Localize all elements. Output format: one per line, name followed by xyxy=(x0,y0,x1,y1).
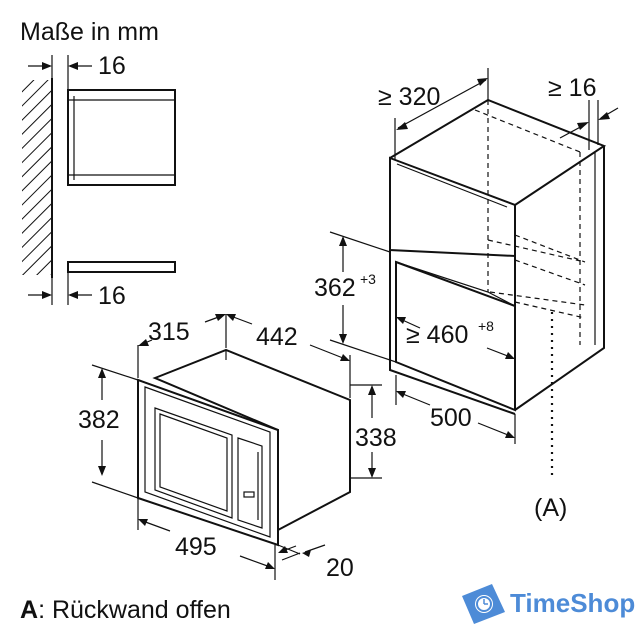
dim-front-width: 495 xyxy=(175,533,217,561)
dim-opening-depth: ≥ 460 xyxy=(406,321,468,349)
watermark: TimeShop xyxy=(462,584,635,624)
cabinet-top-inner xyxy=(396,163,508,208)
hidden-floor xyxy=(489,291,586,319)
cabinet-opening xyxy=(395,260,516,412)
legend-key: A xyxy=(20,596,38,624)
dim-appliance-width: 442 xyxy=(256,323,298,351)
side-profile-upper xyxy=(67,89,176,186)
appliance-door-window-inner xyxy=(159,413,228,512)
side-profile-shelf xyxy=(67,261,176,273)
dim-opening-depth-tolerance: +8 xyxy=(478,318,494,334)
appliance-control-panel xyxy=(237,437,263,529)
dim-opening-height: 362 xyxy=(314,274,356,302)
wall-hatching xyxy=(22,80,52,275)
appliance-view: 315 442 382 338 495 xyxy=(78,314,397,582)
appliance-front-inner xyxy=(144,386,271,538)
units-label: Maße in mm xyxy=(20,18,159,46)
dim-front-height: 382 xyxy=(78,406,120,434)
appliance-front-frame xyxy=(137,378,279,547)
dim-cabinet-width: ≥ 320 xyxy=(378,83,440,111)
cabinet-top-edge xyxy=(389,98,607,206)
dim-body-height: 338 xyxy=(355,424,397,452)
control-display xyxy=(243,491,255,498)
watermark-text: TimeShop xyxy=(510,588,635,618)
cabinet-right-side xyxy=(514,146,605,411)
marker-a: (A) xyxy=(534,494,567,522)
dim-opening-height-tolerance: +3 xyxy=(360,271,376,287)
dim-front-thickness: 20 xyxy=(326,554,354,582)
cabinet-left-front xyxy=(389,250,516,415)
side-view: 16 16 xyxy=(22,52,176,310)
timeshop-logo-icon xyxy=(462,584,505,624)
dim-cabinet-side-gap: ≥ 16 xyxy=(548,74,596,102)
dim-cabinet-depth: 500 xyxy=(430,404,472,432)
hidden-top-back xyxy=(474,109,581,153)
appliance-door-window xyxy=(154,407,233,519)
cabinet-view: (A) ≥ 320 ≥ 16 362 +3 ≥ 460 +8 xyxy=(314,68,619,522)
side-profile-inner xyxy=(68,96,175,180)
appliance-body xyxy=(152,348,351,532)
hidden-shelf xyxy=(487,234,586,286)
dim-side-gap-bottom: 16 xyxy=(98,282,126,310)
dim-side-gap-top: 16 xyxy=(98,52,126,80)
legend: A: Rückwand offen xyxy=(20,596,231,624)
legend-text: : Rückwand offen xyxy=(38,596,231,624)
dim-appliance-depth: 315 xyxy=(148,318,190,346)
cabinet-upper-front xyxy=(389,156,516,258)
